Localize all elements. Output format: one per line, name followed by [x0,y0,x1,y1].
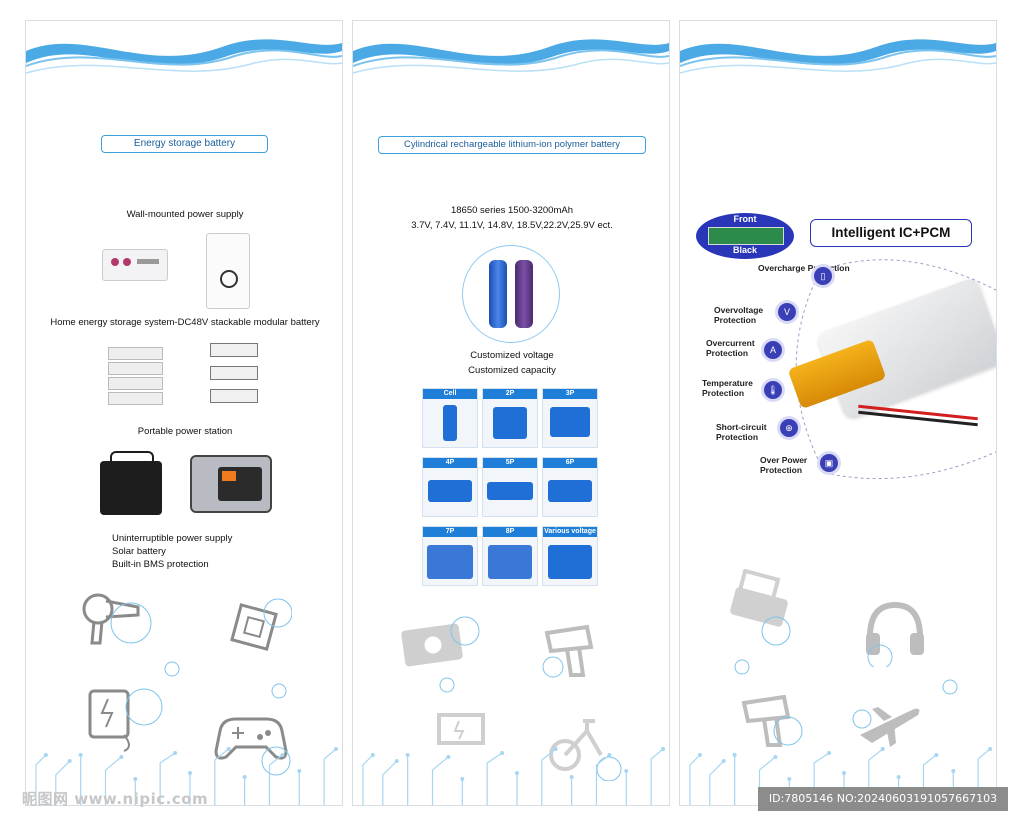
custom-voltage-label: Customized voltage [470,350,554,361]
airplane-icon [852,707,920,747]
overvoltage-protection-label: Overvoltage Protection [714,305,764,325]
bubble-icon [942,679,958,695]
circuit-decoration [362,747,666,805]
panel-energy-storage: Energy storage battery Wall-mounted powe… [25,20,343,806]
plug-icon: ⊕ [780,419,798,437]
cells-image [462,245,560,343]
bubble-icon [734,659,750,675]
site-watermark: 昵图网 www.nipic.com [22,790,209,808]
temperature-protection-label: Temperature Protection [702,378,753,398]
overcurrent-protection-label: Overcurrent Protection [706,338,755,358]
wave-decoration [26,39,342,74]
voltage-icon: V [778,303,796,321]
pcb-badge: Front Black [696,213,794,259]
wall-mounted-label: Wall-mounted power supply [126,209,244,220]
pack-various-voltage: Various voltage [542,526,598,586]
pack-4p: 4P [422,457,478,517]
ic-pcm-title: Intelligent IC+PCM [810,219,972,247]
car-battery-icon [437,713,485,745]
feature-bms: Built-in BMS protection [112,559,209,570]
pack-7p: 7P [422,526,478,586]
pack-6p: 6P [542,457,598,517]
wall-battery-image [206,233,250,309]
pack-2p: 2P [482,388,538,448]
hair-dryer-icon [82,593,152,645]
overcharge-protection-label: Overcharge Protection [758,263,850,273]
stacked-battery-image [108,347,163,411]
portable-battery-image [100,451,162,515]
back-label: Black [732,245,758,255]
circuit-decoration [35,747,339,805]
bubble-icon [271,683,287,699]
chip-icon [230,598,292,651]
modular-battery-image [210,343,258,409]
game-controller-icon [214,717,291,776]
feature-list: Uninterruptible power supply Solar batte… [112,532,232,571]
section-badge: Cylindrical rechargeable lithium-ion pol… [378,136,646,154]
pack-cell: Cell [422,388,478,448]
exercise-bike-icon [549,719,622,781]
drill-icon [542,624,594,678]
power-bank-icon [88,688,163,752]
bubble-icon [164,661,180,677]
panel-pcm-protection: Front Black Intelligent IC+PCM Overcharg… [679,20,997,806]
wave-decoration [680,39,996,74]
voltages-line: 3.7V, 7.4V, 11.1V, 14.8V, 18.5V,22.2V,25… [411,220,613,231]
headphones-icon [866,601,924,667]
thermometer-icon: 🌡 [764,381,782,399]
pack-8p: 8P [482,526,538,586]
custom-capacity-label: Customized capacity [468,365,556,376]
lipo-battery-image [787,276,996,427]
drill-icon [741,694,803,747]
camera-icon [401,616,480,667]
printer-icon [730,569,791,646]
rack-battery-image [102,249,168,281]
battery-icon: ▯ [814,267,832,285]
feature-solar: Solar battery [112,546,166,557]
power-station-image [190,455,272,513]
wave-decoration [353,39,669,74]
bubble-icon [439,677,455,693]
image-id-bar: ID:7805146 NO:20240603191057667103 [758,787,1008,811]
panel-cylindrical-battery: Cylindrical rechargeable lithium-ion pol… [352,20,670,806]
home-storage-label: Home energy storage system-DC48V stackab… [50,317,320,328]
portable-station-label: Portable power station [137,426,233,437]
over-power-protection-label: Over Power Protection [760,455,808,475]
section-badge: Energy storage battery [101,135,268,153]
pack-5p: 5P [482,457,538,517]
front-label: Front [733,214,757,224]
power-icon: ▣ [820,454,838,472]
pack-3p: 3P [542,388,598,448]
short-circuit-protection-label: Short-circuit Protection [716,422,767,442]
pcb-board-image [708,227,784,245]
series-line: 18650 series 1500-3200mAh [450,205,573,216]
feature-ups: Uninterruptible power supply [112,533,233,544]
ampere-icon: A [764,341,782,359]
